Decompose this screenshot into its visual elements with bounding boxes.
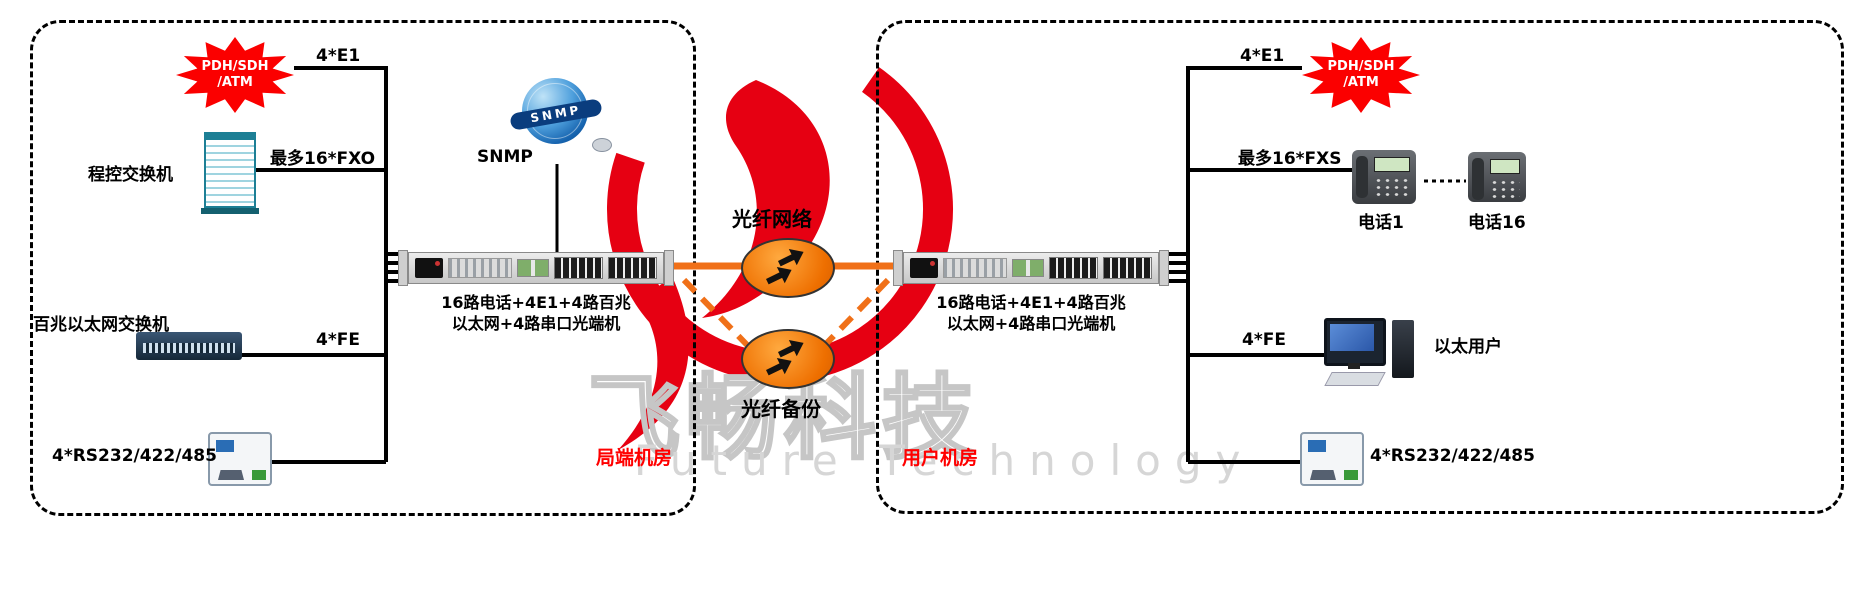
snmp-label: SNMP <box>477 147 533 167</box>
right-room-label: 用户机房 <box>902 447 979 469</box>
fiber-backup-lines <box>681 277 891 351</box>
rj45-ports-a <box>554 257 603 279</box>
fiber-main-label: 光纤网络 <box>732 207 812 231</box>
monitor-stand <box>1348 363 1360 369</box>
left-fe-label: 4*FE <box>316 330 360 350</box>
power-module <box>910 258 938 278</box>
rack-ear <box>398 250 408 286</box>
fiber-backup-label: 光纤备份 <box>741 397 821 421</box>
rack-ear <box>893 250 903 286</box>
phone-keypad <box>1374 177 1410 197</box>
phone16-icon <box>1468 152 1526 202</box>
mouse-icon <box>592 138 612 152</box>
optical-ports <box>1012 259 1044 277</box>
left-mux-device <box>398 250 674 286</box>
pbx-label: 程控交换机 <box>88 165 173 185</box>
cabinet-top <box>204 132 256 138</box>
computer-icon <box>1324 318 1424 388</box>
phone-handset <box>1472 158 1484 200</box>
burst-text-line2: /ATM <box>1343 75 1379 90</box>
rj45-ports-a <box>1049 257 1098 279</box>
rack-ear <box>1159 250 1169 286</box>
right-device-label: 16路电话+4E1+4路百兆 以太网+4路串口光端机 <box>906 293 1156 335</box>
right-serial-label: 4*RS232/422/485 <box>1370 446 1535 466</box>
optical-ports <box>517 259 549 277</box>
db9-connector <box>1310 470 1336 480</box>
pc-tower <box>1392 320 1414 378</box>
serial-badge <box>1308 440 1326 452</box>
bidirectional-arrows-icon <box>766 249 804 285</box>
left-device-label-line2: 以太网+4路串口光端机 <box>451 313 621 333</box>
fiber-main-node <box>741 238 835 298</box>
phone-screen <box>1490 159 1520 174</box>
burst-text-line1: PDH/SDH <box>201 59 269 75</box>
rj45-ports-b <box>608 257 657 279</box>
phone-handset <box>1356 156 1368 198</box>
keyboard <box>1324 372 1386 386</box>
monitor-screen <box>1330 324 1374 351</box>
phone1-label: 电话1 <box>1358 213 1404 233</box>
switch-ports <box>143 343 235 353</box>
right-e1-label: 4*E1 <box>1240 46 1285 66</box>
fiber-backup-node <box>741 329 835 389</box>
eth-switch-label: 百兆以太网交换机 <box>33 315 169 335</box>
power-module <box>415 258 443 278</box>
burst-text-line2: /ATM <box>217 75 253 90</box>
eth-user-label: 以太用户 <box>1434 337 1502 357</box>
burst-text-line1: PDH/SDH <box>1327 59 1395 75</box>
left-room-lines <box>242 66 402 464</box>
left-serial-label: 4*RS232/422/485 <box>52 446 217 466</box>
right-fe-label: 4*FE <box>1242 330 1286 350</box>
fxo-label: 最多16*FXO <box>270 149 376 169</box>
phone-screen <box>1374 157 1410 172</box>
connector-block <box>448 258 512 278</box>
right-serial-device-icon <box>1300 432 1364 486</box>
right-device-label-line2: 以太网+4路串口光端机 <box>946 313 1116 333</box>
left-device-label: 16路电话+4E1+4路百兆 以太网+4路串口光端机 <box>411 293 661 335</box>
pbx-icon <box>201 132 259 216</box>
right-device-label-line1: 16路电话+4E1+4路百兆 <box>936 293 1126 312</box>
phone-keypad <box>1490 179 1520 199</box>
left-room-label: 局端机房 <box>596 447 673 469</box>
cabinet-base <box>201 208 259 214</box>
brand-watermark-en: Future Technology <box>634 436 1255 485</box>
left-serial-device-icon <box>208 432 272 486</box>
phone16-label: 电话16 <box>1468 213 1526 233</box>
fxs-label: 最多16*FXS <box>1238 149 1342 169</box>
rack-ear <box>664 250 674 286</box>
left-device-label-line1: 16路电话+4E1+4路百兆 <box>441 293 631 312</box>
phone1-icon <box>1352 150 1416 204</box>
ethernet-switch-icon <box>136 332 242 360</box>
snmp-globe-icon: SNMP <box>509 78 614 160</box>
connector-block <box>943 258 1007 278</box>
right-mux-device <box>893 250 1169 286</box>
right-room-lines <box>1169 66 1354 464</box>
bidirectional-arrows-icon <box>766 340 804 376</box>
serial-badge <box>216 440 234 452</box>
rack-body <box>903 252 1159 284</box>
db9-connector <box>218 470 244 480</box>
rj45-ports-b <box>1103 257 1152 279</box>
terminal-block <box>252 470 266 480</box>
left-e1-label: 4*E1 <box>316 46 361 66</box>
terminal-block <box>1344 470 1358 480</box>
cabinet-body <box>204 138 256 208</box>
rack-body <box>408 252 664 284</box>
